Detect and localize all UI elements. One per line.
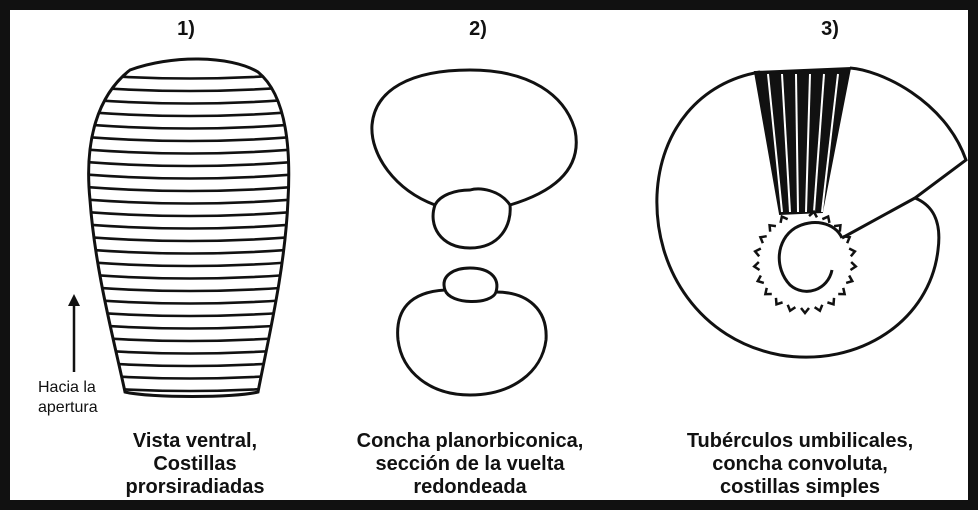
figure-1-ventral-view	[68, 57, 291, 398]
figure-2-whorl-section	[370, 68, 578, 397]
aperture-line	[841, 196, 916, 240]
inner-spiral	[777, 221, 844, 293]
umbilical-tubercles	[752, 209, 858, 316]
figure-3-convolute-shell	[655, 66, 968, 359]
lower-inner-whorl	[442, 266, 499, 303]
aperture-arrow-head	[68, 294, 80, 306]
figure-2-caption: Concha planorbiconica, sección de la vue…	[356, 430, 584, 498]
figure-1-number: 1)	[177, 18, 195, 40]
figure-3-number: 3)	[821, 18, 839, 40]
shell-outer-whorl	[655, 66, 968, 359]
lower-whorl-section	[396, 288, 548, 397]
shell-outline	[87, 57, 291, 398]
figure-3-caption: Tubérculos umbilicales, concha convoluta…	[686, 430, 914, 498]
figure-2-number: 2)	[469, 18, 487, 40]
upper-whorl-section	[370, 68, 578, 207]
simple-ribs	[753, 66, 852, 216]
upper-inner-whorl	[431, 187, 512, 250]
figure-1-caption: Vista ventral, Costillas prorsiradiadas	[125, 430, 265, 498]
aperture-arrow-label: Hacia la apertura	[38, 379, 98, 416]
